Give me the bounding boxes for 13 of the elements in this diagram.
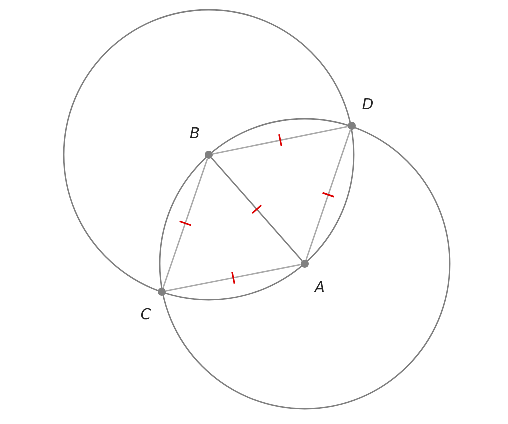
line-segment <box>212 126 348 155</box>
line-segment <box>306 130 352 260</box>
point-label: D <box>362 98 374 110</box>
point <box>205 151 213 159</box>
line-segment <box>162 158 208 288</box>
point <box>301 260 309 268</box>
point-label: A <box>314 282 324 292</box>
point <box>158 288 166 296</box>
point-label: C <box>141 308 152 320</box>
line-segment <box>211 158 303 262</box>
point <box>348 122 356 130</box>
point-label: B <box>190 128 200 138</box>
line-segment <box>166 264 302 292</box>
